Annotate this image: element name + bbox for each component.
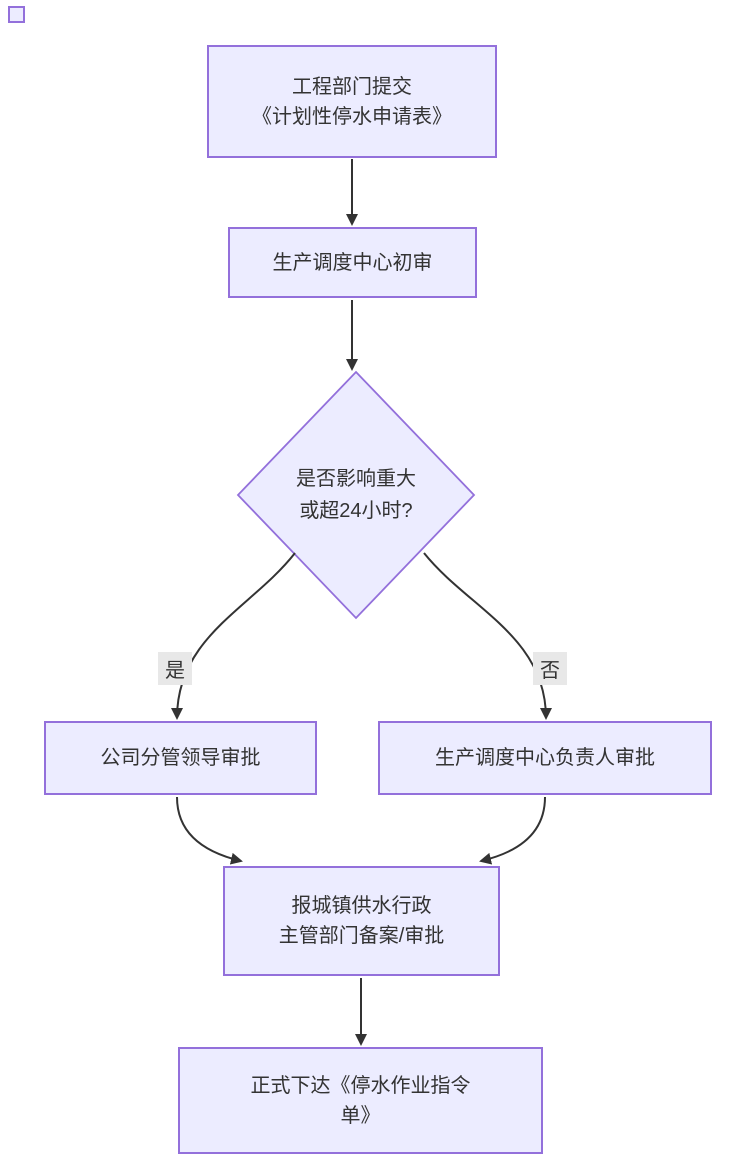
decision-line1: 是否影响重大 (296, 468, 416, 490)
node-authority-filing: 报城镇供水行政 主管部门备案/审批 (223, 866, 500, 976)
node-submit-line1: 工程部门提交 (292, 75, 412, 98)
node-authority-filing-line1: 报城镇供水行政 (291, 895, 432, 917)
node-decision-label: 是否影响重大 或超24小时? (238, 372, 474, 618)
edge-label-no: 否 (533, 652, 567, 685)
node-issue-order: 正式下达《停水作业指令 单》 (178, 1047, 543, 1154)
node-issue-order-line1: 正式下达《停水作业指令 (250, 1074, 471, 1097)
node-center-head-approval-label: 生产调度中心负责人审批 (435, 747, 655, 769)
node-authority-filing-line2: 主管部门备案/审批 (278, 925, 445, 947)
node-initial-review: 生产调度中心初审 (228, 227, 477, 298)
edge-label-no-text: 否 (540, 660, 560, 682)
node-submit-application: 工程部门提交 《计划性停水申请表》 (207, 45, 497, 158)
node-submit-line2: 《计划性停水申请表》 (252, 105, 452, 128)
edge-head-to-filing (479, 796, 546, 865)
node-initial-review-label: 生产调度中心初审 (272, 251, 433, 274)
node-leader-approval-label: 公司分管领导审批 (100, 747, 261, 769)
node-issue-order-line2: 单》 (340, 1104, 381, 1127)
edge-leader-to-filing (176, 796, 243, 865)
corner-artifact-node (8, 6, 25, 23)
edge-label-yes-text: 是 (165, 660, 185, 682)
decision-line2: 或超24小时? (299, 500, 413, 522)
edge-label-yes: 是 (158, 652, 192, 685)
node-leader-approval: 公司分管领导审批 (44, 721, 317, 795)
node-center-head-approval: 生产调度中心负责人审批 (378, 721, 712, 795)
